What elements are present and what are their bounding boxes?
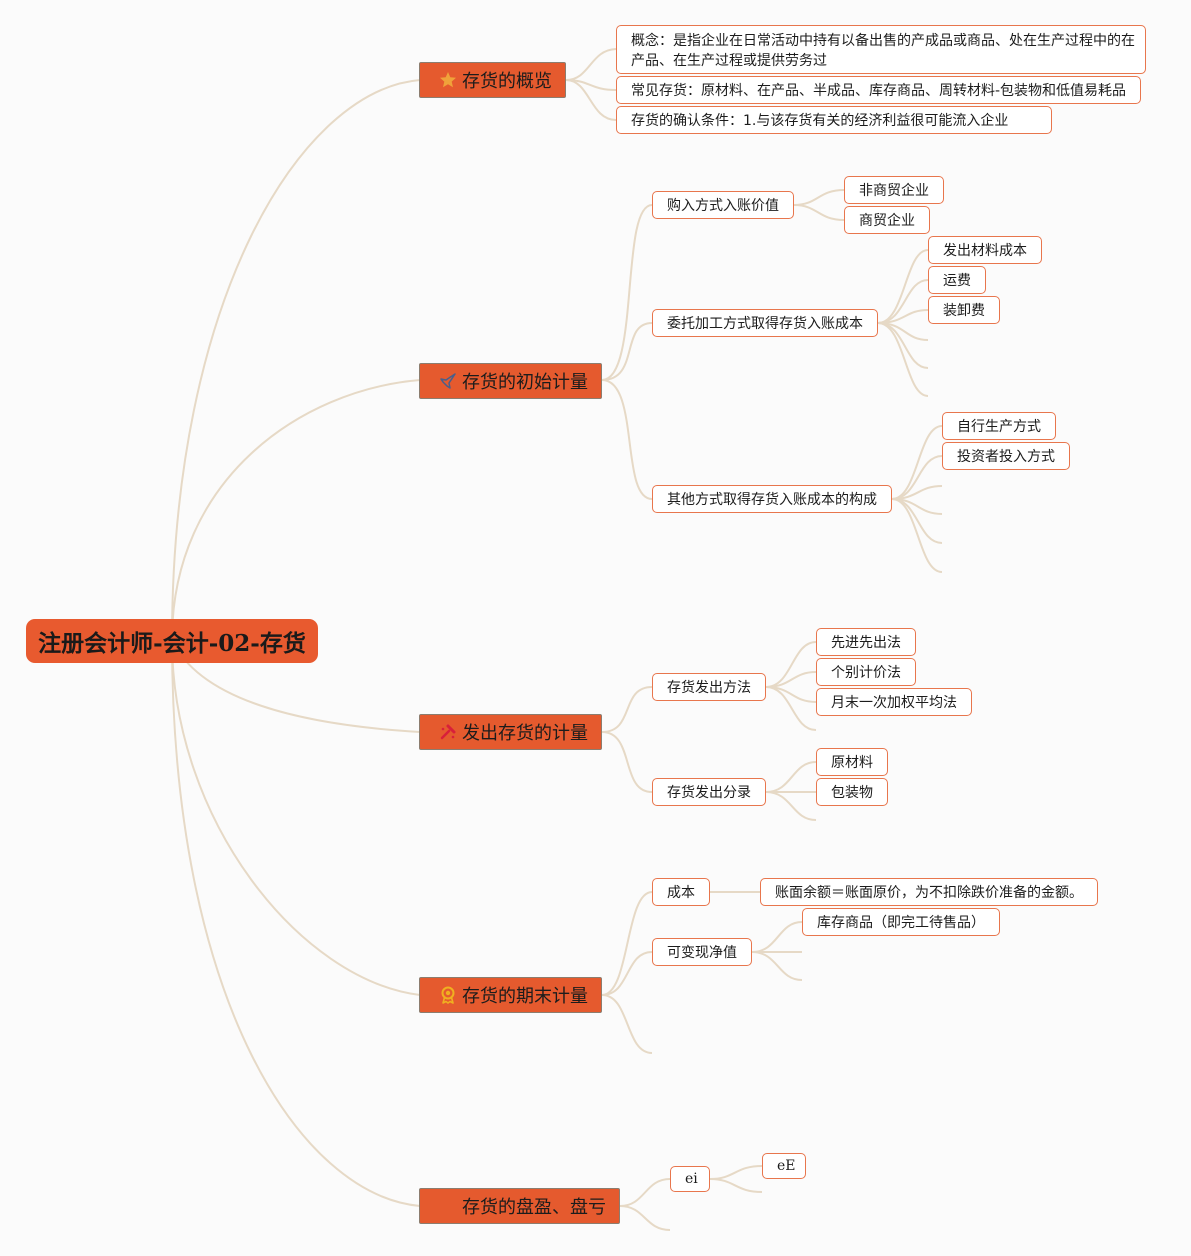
leaf-material-cost[interactable]: 发出材料成本 (928, 236, 1042, 264)
leaf-packaging[interactable]: 包装物 (816, 778, 888, 806)
branch-title: 发出存货的计量 (462, 723, 588, 744)
leaf-purchase[interactable]: 购入方式入账价值 (652, 191, 794, 219)
branch-title: 存货的初始计量 (462, 372, 588, 393)
branch-title: 存货的概览 (462, 71, 552, 92)
leaf-handling[interactable]: 装卸费 (928, 296, 1000, 324)
leaf-issue-methods[interactable]: 存货发出方法 (652, 673, 766, 701)
leaf-specific-id[interactable]: 个别计价法 (816, 658, 916, 686)
leaf-investor-input[interactable]: 投资者投入方式 (942, 442, 1070, 470)
leaf-other-methods[interactable]: 其他方式取得存货入账成本的构成 (652, 485, 892, 513)
branch-issue-measurement[interactable]: 发出存货的计量 (419, 714, 602, 750)
leaf-cost[interactable]: 成本 (652, 878, 710, 906)
root-topic[interactable]: 注册会计师-会计-02-存货 (26, 619, 318, 663)
leaf-freight[interactable]: 运费 (928, 266, 986, 294)
star-icon (438, 70, 458, 90)
leaf-concept[interactable]: 概念：是指企业在日常活动中持有以备出售的产成品或商品、处在生产过程中的在产品、在… (616, 25, 1146, 74)
leaf-ei[interactable]: ei (670, 1166, 710, 1192)
hammer-icon (438, 722, 458, 742)
branch-title: 存货的期末计量 (462, 986, 588, 1007)
medal-icon (438, 985, 458, 1005)
leaf-book-balance[interactable]: 账面余额＝账面原价，为不扣除跌价准备的金额。 (760, 878, 1098, 906)
leaf-entrusted[interactable]: 委托加工方式取得存货入账成本 (652, 309, 878, 337)
leaf-finished-goods[interactable]: 库存商品（即完工待售品） (802, 908, 1000, 936)
branch-inventory-count[interactable]: 存货的盘盈、盘亏 (419, 1188, 620, 1224)
flag-icon (438, 1196, 458, 1216)
branch-overview[interactable]: 存货的概览 (419, 62, 566, 98)
leaf-issue-entries[interactable]: 存货发出分录 (652, 778, 766, 806)
leaf-raw-materials[interactable]: 原材料 (816, 748, 888, 776)
leaf-recognition[interactable]: 存货的确认条件：1.与该存货有关的经济利益很可能流入企业 (616, 106, 1052, 134)
leaf-trade[interactable]: 商贸企业 (844, 206, 930, 234)
root-title: 注册会计师-会计-02-存货 (38, 630, 306, 657)
branch-initial-measurement[interactable]: 存货的初始计量 (419, 363, 602, 399)
leaf-net-realizable-value[interactable]: 可变现净值 (652, 938, 752, 966)
rocket-icon (438, 371, 458, 391)
leaf-weighted-average[interactable]: 月末一次加权平均法 (816, 688, 972, 716)
leaf-ee[interactable]: eE (762, 1153, 806, 1179)
branch-ending-measurement[interactable]: 存货的期末计量 (419, 977, 602, 1013)
leaf-common-inventory[interactable]: 常见存货：原材料、在产品、半成品、库存商品、周转材料-包装物和低值易耗品 (616, 76, 1141, 104)
branch-title: 存货的盘盈、盘亏 (462, 1197, 606, 1218)
leaf-non-trade[interactable]: 非商贸企业 (844, 176, 944, 204)
leaf-self-produced[interactable]: 自行生产方式 (942, 412, 1056, 440)
leaf-fifo[interactable]: 先进先出法 (816, 628, 916, 656)
